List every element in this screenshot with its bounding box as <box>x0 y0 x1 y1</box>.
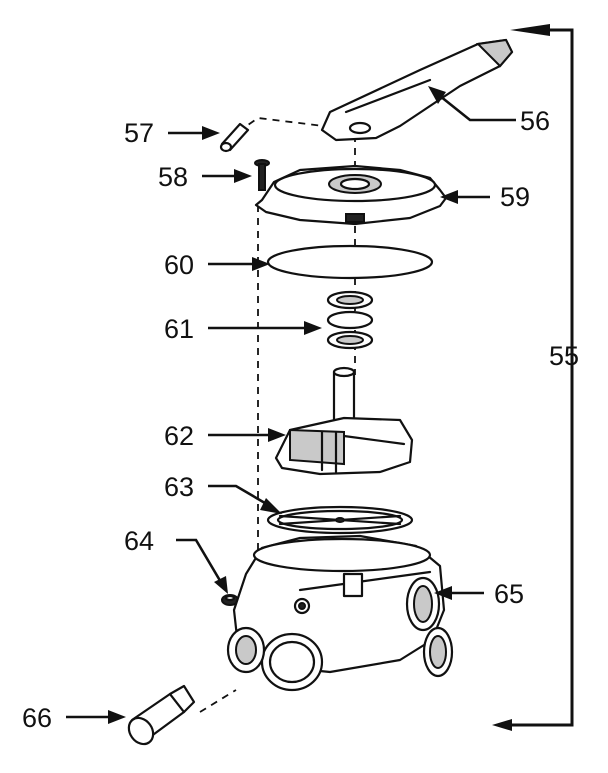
callout-58: 58 <box>158 162 188 192</box>
rotor-part-62 <box>274 366 414 476</box>
valve-body-part-65 <box>226 534 454 692</box>
callout-60: 60 <box>164 250 194 280</box>
gasket-part-60 <box>266 244 434 280</box>
callout-61: 61 <box>164 314 194 344</box>
seal-rings-part-61 <box>326 290 374 350</box>
callout-62: 62 <box>164 421 194 451</box>
screw-part-58 <box>254 159 270 191</box>
union-fitting-part-66 <box>127 684 196 746</box>
pin-part-57 <box>219 122 250 153</box>
callout-57: 57 <box>124 118 154 148</box>
callout-55: 55 <box>549 341 579 371</box>
callout-66: 66 <box>22 703 52 733</box>
assembly-bracket-55 <box>492 24 574 731</box>
handle-part-56 <box>320 38 514 142</box>
spider-gasket-part-63 <box>266 505 414 535</box>
callout-65: 65 <box>494 579 524 609</box>
callout-56: 56 <box>520 106 550 136</box>
callout-64: 64 <box>124 526 154 556</box>
cover-part-59 <box>254 164 448 226</box>
callout-63: 63 <box>164 472 194 502</box>
callout-59: 59 <box>500 182 530 212</box>
leader-arrows <box>66 86 516 724</box>
